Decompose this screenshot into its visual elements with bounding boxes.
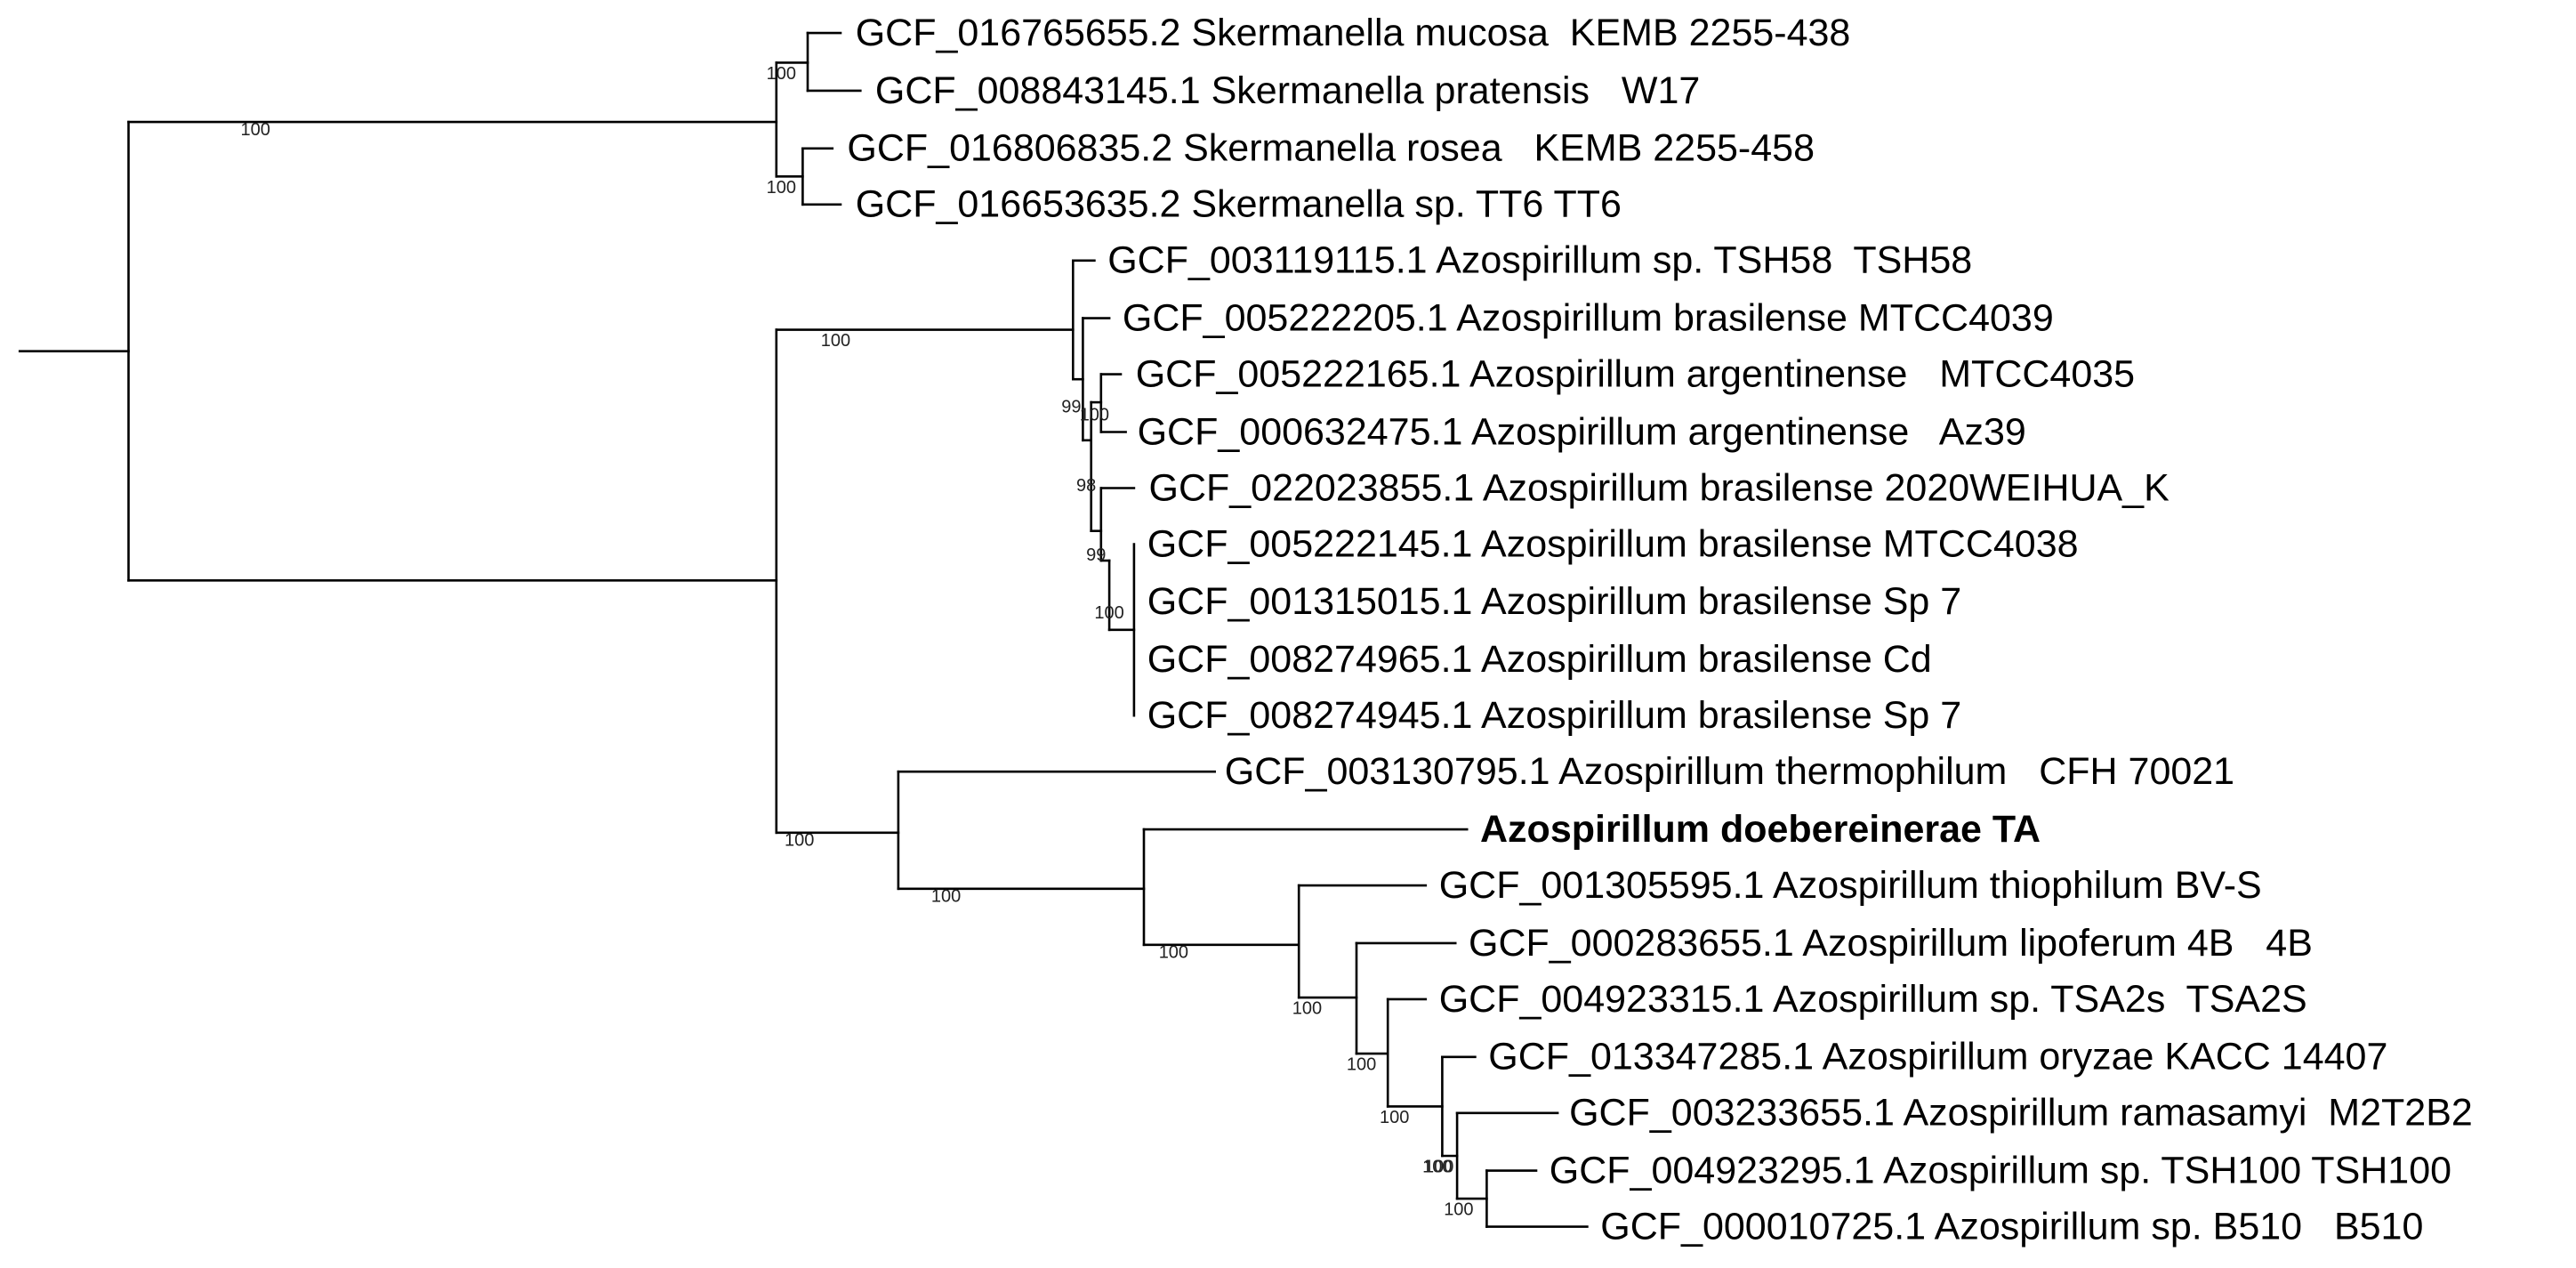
- leaf-label-12: GCF_008274965.1 Azospirillum brasilense …: [1147, 638, 1932, 681]
- leaf-label-5: GCF_003119115.1 Azospirillum sp. TSH58 T…: [1107, 239, 1972, 282]
- support-value-9: 100: [1094, 603, 1123, 623]
- support-value-6: 100: [1080, 406, 1109, 425]
- leaf-label-6: GCF_005222205.1 Azospirillum brasilense …: [1123, 297, 2054, 340]
- support-value-1: 100: [241, 120, 270, 140]
- support-value-2: 100: [767, 64, 796, 84]
- support-value-5: 99: [1061, 397, 1081, 416]
- tree-support-values: 1001001001009910098991001001001001001001…: [241, 64, 1474, 1220]
- support-value-10: 100: [785, 831, 814, 851]
- leaf-label-9: GCF_022023855.1 Azospirillum brasilense …: [1149, 466, 2170, 509]
- tree-leaf-labels: GCF_016765655.2 Skermanella mucosa KEMB …: [847, 12, 2472, 1248]
- leaf-label-18: GCF_004923315.1 Azospirillum sp. TSA2s T…: [1439, 978, 2307, 1021]
- support-value-13: 100: [1292, 999, 1322, 1019]
- leaf-label-22: GCF_000010725.1 Azospirillum sp. B510 B5…: [1600, 1206, 2423, 1248]
- leaf-label-7: GCF_005222165.1 Azospirillum argentinens…: [1136, 353, 2135, 396]
- leaf-label-8: GCF_000632475.1 Azospirillum argentinens…: [1138, 410, 2026, 453]
- support-value-18: 100: [1444, 1200, 1473, 1220]
- support-value-8: 99: [1086, 545, 1106, 565]
- leaf-label-2: GCF_008843145.1 Skermanella pratensis W1…: [875, 69, 1700, 112]
- leaf-label-15: Azospirillum doebereinerae TA: [1480, 808, 2041, 851]
- support-value-11: 100: [931, 887, 961, 907]
- leaf-label-19: GCF_013347285.1 Azospirillum oryzae KACC…: [1488, 1036, 2387, 1078]
- support-value-14: 100: [1347, 1055, 1376, 1075]
- leaf-label-20: GCF_003233655.1 Azospirillum ramasamyi M…: [1569, 1092, 2473, 1135]
- leaf-label-21: GCF_004923295.1 Azospirillum sp. TSH100 …: [1550, 1150, 2451, 1192]
- leaf-label-3: GCF_016806835.2 Skermanella rosea KEMB 2…: [847, 127, 1815, 170]
- support-value-12: 100: [1159, 943, 1188, 963]
- leaf-label-4: GCF_016653635.2 Skermanella sp. TT6 TT6: [856, 183, 1622, 226]
- support-value-7: 98: [1076, 476, 1096, 496]
- leaf-label-11: GCF_001315015.1 Azospirillum brasilense …: [1147, 580, 1961, 623]
- leaf-label-10: GCF_005222145.1 Azospirillum brasilense …: [1147, 522, 2079, 565]
- support-value-17: 100: [1424, 1158, 1453, 1177]
- support-value-4: 100: [821, 331, 850, 351]
- leaf-label-16: GCF_001305595.1 Azospirillum thiophilum …: [1439, 864, 2262, 907]
- support-value-16: 100: [1422, 1158, 1452, 1177]
- leaf-label-13: GCF_008274945.1 Azospirillum brasilense …: [1147, 694, 1961, 737]
- leaf-label-14: GCF_003130795.1 Azospirillum thermophilu…: [1225, 750, 2234, 793]
- tree-branches: [18, 31, 1589, 1228]
- support-value-3: 100: [767, 178, 796, 198]
- leaf-label-17: GCF_000283655.1 Azospirillum lipoferum 4…: [1469, 922, 2313, 965]
- leaf-label-1: GCF_016765655.2 Skermanella mucosa KEMB …: [856, 12, 1851, 54]
- support-value-15: 100: [1380, 1108, 1409, 1127]
